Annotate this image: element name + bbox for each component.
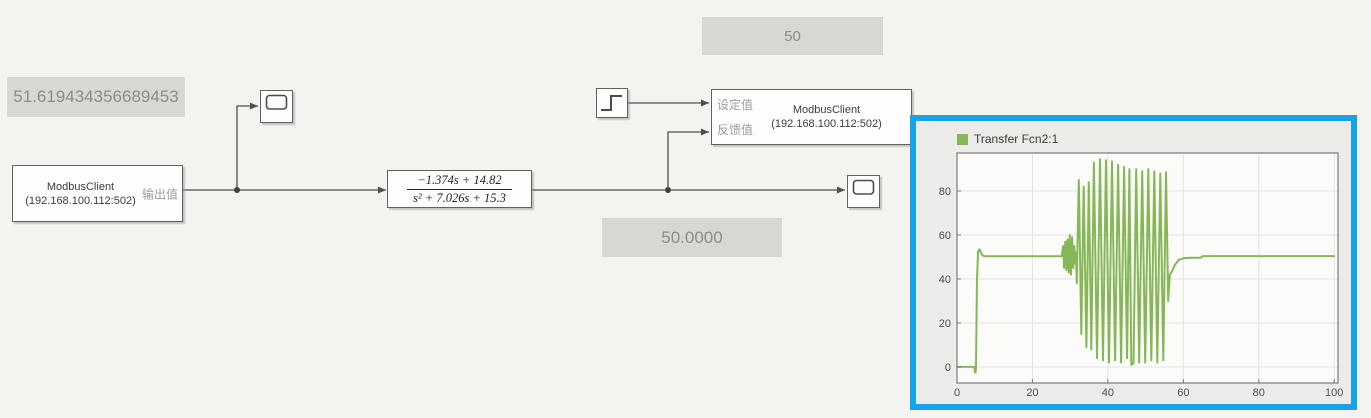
modbus-left-subtitle: (192.168.100.112:502) — [25, 194, 136, 207]
transfer-fcn-numerator: −1.374s + 14.82 — [407, 173, 512, 190]
svg-text:20: 20 — [1026, 387, 1038, 399]
modbus-client-block-right[interactable]: ModbusClient (192.168.100.112:502) 设定值 反… — [711, 89, 912, 145]
modbus-right-subtitle: (192.168.100.112:502) — [771, 118, 882, 130]
svg-text:80: 80 — [1253, 387, 1265, 399]
svg-text:0: 0 — [954, 387, 960, 399]
display-block-setpoint[interactable]: 50 — [702, 17, 883, 55]
step-icon — [601, 95, 622, 111]
wire-branch-to-feedback[interactable] — [667, 128, 709, 190]
display-feedback-value: 50.0000 — [661, 227, 723, 247]
svg-text:60: 60 — [1177, 387, 1189, 399]
scope-block-2[interactable] — [847, 175, 880, 208]
scope-block-1[interactable] — [260, 90, 293, 123]
display-block-feedback[interactable]: 50.0000 — [602, 218, 782, 257]
svg-text:20: 20 — [939, 318, 951, 330]
svg-text:0: 0 — [945, 362, 951, 374]
scope-legend: Transfer Fcn2:1 — [957, 132, 1058, 146]
branch-dot — [234, 187, 240, 193]
branch-dot — [665, 187, 671, 193]
scope-icon — [852, 179, 875, 195]
modbus-client-block-left[interactable]: ModbusClient (192.168.100.112:502) 输出值 — [12, 165, 183, 222]
step-block[interactable] — [596, 88, 628, 118]
setpoint-port-label: 设定值 — [717, 98, 754, 112]
modbus-right-title: ModbusClient — [792, 104, 861, 116]
svg-text:40: 40 — [1102, 387, 1114, 399]
legend-color-swatch — [957, 133, 968, 145]
transfer-fcn-denominator: s² + 7.026s + 15.3 — [413, 190, 506, 205]
svg-text:100: 100 — [1325, 387, 1343, 399]
feedback-port-label: 反馈值 — [717, 123, 754, 137]
display-setpoint-value: 50 — [784, 27, 801, 45]
svg-text:40: 40 — [939, 274, 951, 286]
svg-text:60: 60 — [939, 230, 951, 242]
scope-plot-area[interactable]: 0 20 40 60 80 100 0 20 40 60 80 — [916, 121, 1351, 404]
svg-text:80: 80 — [939, 186, 951, 198]
scope-window[interactable]: Transfer Fcn2:1 0 20 40 60 80 100 0 20 40 60 80 — [910, 115, 1357, 410]
output-port-label: 输出值 — [141, 187, 178, 201]
modbus-left-title: ModbusClient — [46, 180, 115, 193]
scope-icon — [265, 94, 288, 110]
display-output-value: 51.619434356689453 — [13, 87, 179, 106]
display-block-output-value[interactable]: 51.619434356689453 — [7, 77, 185, 117]
legend-label: Transfer Fcn2:1 — [974, 132, 1059, 146]
wire-branch-to-scope1[interactable] — [236, 102, 258, 190]
transfer-fcn-block[interactable]: −1.374s + 14.82 s² + 7.026s + 15.3 — [387, 170, 532, 208]
